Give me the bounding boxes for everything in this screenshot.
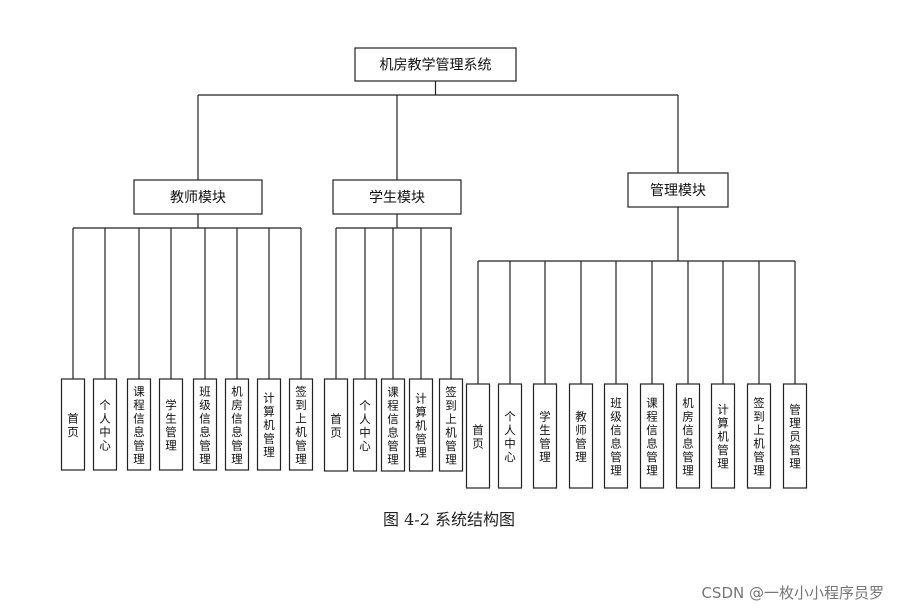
module-1-item-4: 学生管理 xyxy=(158,378,184,471)
connector-lines xyxy=(72,81,796,384)
module-2-item-4-box xyxy=(408,378,434,472)
module-3-item-5-box xyxy=(603,383,629,489)
module-3-item-5-label: 班级信息管理 xyxy=(610,396,622,478)
module-3-item-8-label: 计算机管理 xyxy=(717,403,729,471)
module-1-item-3-box xyxy=(126,378,152,471)
module-3-item-8-box xyxy=(710,383,736,489)
module-3-item-10-label: 管理员管理 xyxy=(789,403,801,471)
module-2-item-4-label: 计算机管理 xyxy=(415,392,427,460)
module-1-item-3: 课程信息管理 xyxy=(126,378,152,471)
module-3-item-7-label: 机房信息管理 xyxy=(682,396,694,478)
root-node: 机房教学管理系统 xyxy=(354,47,517,82)
module-1-item-6-box xyxy=(224,378,250,471)
module-3-item-6: 课程信息管理 xyxy=(639,383,665,489)
module-3-item-3: 学生管理 xyxy=(532,383,558,489)
module-2-item-1-label: 首页 xyxy=(330,412,342,440)
module-1-item-7-box xyxy=(256,378,282,471)
module-1-item-7-label: 计算机管理 xyxy=(263,391,275,459)
module-1-item-2-box xyxy=(92,378,118,471)
module-3-item-3-box xyxy=(532,383,558,489)
module-2-item-1: 首页 xyxy=(323,378,349,472)
module-2-item-2-box xyxy=(352,378,378,472)
module-3-item-10-box xyxy=(782,383,808,489)
module-1-item-4-label: 学生管理 xyxy=(165,398,177,453)
module-1-node-box xyxy=(133,179,263,215)
module-2-item-2: 个人中心 xyxy=(352,378,378,472)
module-2-item-2-label: 个人中心 xyxy=(359,398,371,453)
module-2-item-5-box xyxy=(438,378,464,472)
module-3-node: 管理模块 xyxy=(627,172,729,208)
module-3-item-6-box xyxy=(639,383,665,489)
module-2-item-4: 计算机管理 xyxy=(408,378,434,472)
module-2-item-3-box xyxy=(380,378,406,472)
module-3-item-9: 签到上机管理 xyxy=(746,383,772,489)
module-3-item-10: 管理员管理 xyxy=(782,383,808,489)
module-3-item-9-label: 签到上机管理 xyxy=(753,396,765,478)
module-1-item-2-label: 个人中心 xyxy=(99,398,111,453)
module-3-item-1: 首页 xyxy=(465,383,491,489)
module-1-item-2: 个人中心 xyxy=(92,378,118,471)
module-1-node: 教师模块 xyxy=(133,179,263,215)
module-1-item-5-label: 班级信息管理 xyxy=(199,384,211,466)
module-3-item-4-box xyxy=(568,383,594,489)
figure-caption: 图 4-2 系统结构图 xyxy=(383,510,515,529)
module-3-item-2-box xyxy=(497,383,523,489)
module-1-item-8: 签到上机管理 xyxy=(288,378,314,471)
module-1-item-3-label: 课程信息管理 xyxy=(133,384,145,466)
module-2-node-label: 学生模块 xyxy=(369,190,425,206)
module-1-item-6: 机房信息管理 xyxy=(224,378,250,471)
module-1-node-label: 教师模块 xyxy=(170,190,226,206)
module-2-item-3: 课程信息管理 xyxy=(380,378,406,472)
module-3-item-7: 机房信息管理 xyxy=(675,383,701,489)
watermark: CSDN @一枚小小程序员罗 xyxy=(701,584,884,602)
module-1-item-5-box xyxy=(192,378,218,471)
module-2-node-box xyxy=(332,179,462,215)
module-3-node-label: 管理模块 xyxy=(650,183,706,199)
module-3-item-2: 个人中心 xyxy=(497,383,523,489)
module-3-item-6-label: 课程信息管理 xyxy=(646,396,658,478)
root-node-box xyxy=(354,47,517,82)
module-3-item-2-label: 个人中心 xyxy=(504,409,516,464)
module-1-item-7: 计算机管理 xyxy=(256,378,282,471)
module-2-node: 学生模块 xyxy=(332,179,462,215)
module-3-item-1-box xyxy=(465,383,491,489)
module-3-item-7-box xyxy=(675,383,701,489)
module-3-item-3-label: 学生管理 xyxy=(539,409,551,464)
module-3-item-1-label: 首页 xyxy=(472,423,484,451)
module-1-item-4-box xyxy=(158,378,184,471)
module-2-item-5-label: 签到上机管理 xyxy=(445,385,457,467)
module-1-item-8-label: 签到上机管理 xyxy=(295,384,307,466)
module-1-item-5: 班级信息管理 xyxy=(192,378,218,471)
module-2-item-3-label: 课程信息管理 xyxy=(387,385,399,467)
module-3-node-box xyxy=(627,172,729,208)
module-3-item-8: 计算机管理 xyxy=(710,383,736,489)
module-3-item-5: 班级信息管理 xyxy=(603,383,629,489)
root-node-label: 机房教学管理系统 xyxy=(380,58,492,74)
module-1-item-6-label: 机房信息管理 xyxy=(231,384,243,466)
module-3-item-4-label: 教师管理 xyxy=(575,409,587,464)
module-3-item-9-box xyxy=(746,383,772,489)
module-2-item-5: 签到上机管理 xyxy=(438,378,464,472)
module-3-item-4: 教师管理 xyxy=(568,383,594,489)
module-2-item-1-box xyxy=(323,378,349,472)
module-1-item-1-label: 首页 xyxy=(67,411,79,439)
module-1-item-8-box xyxy=(288,378,314,471)
module-1-item-1: 首页 xyxy=(60,378,86,471)
module-1-item-1-box xyxy=(60,378,86,471)
